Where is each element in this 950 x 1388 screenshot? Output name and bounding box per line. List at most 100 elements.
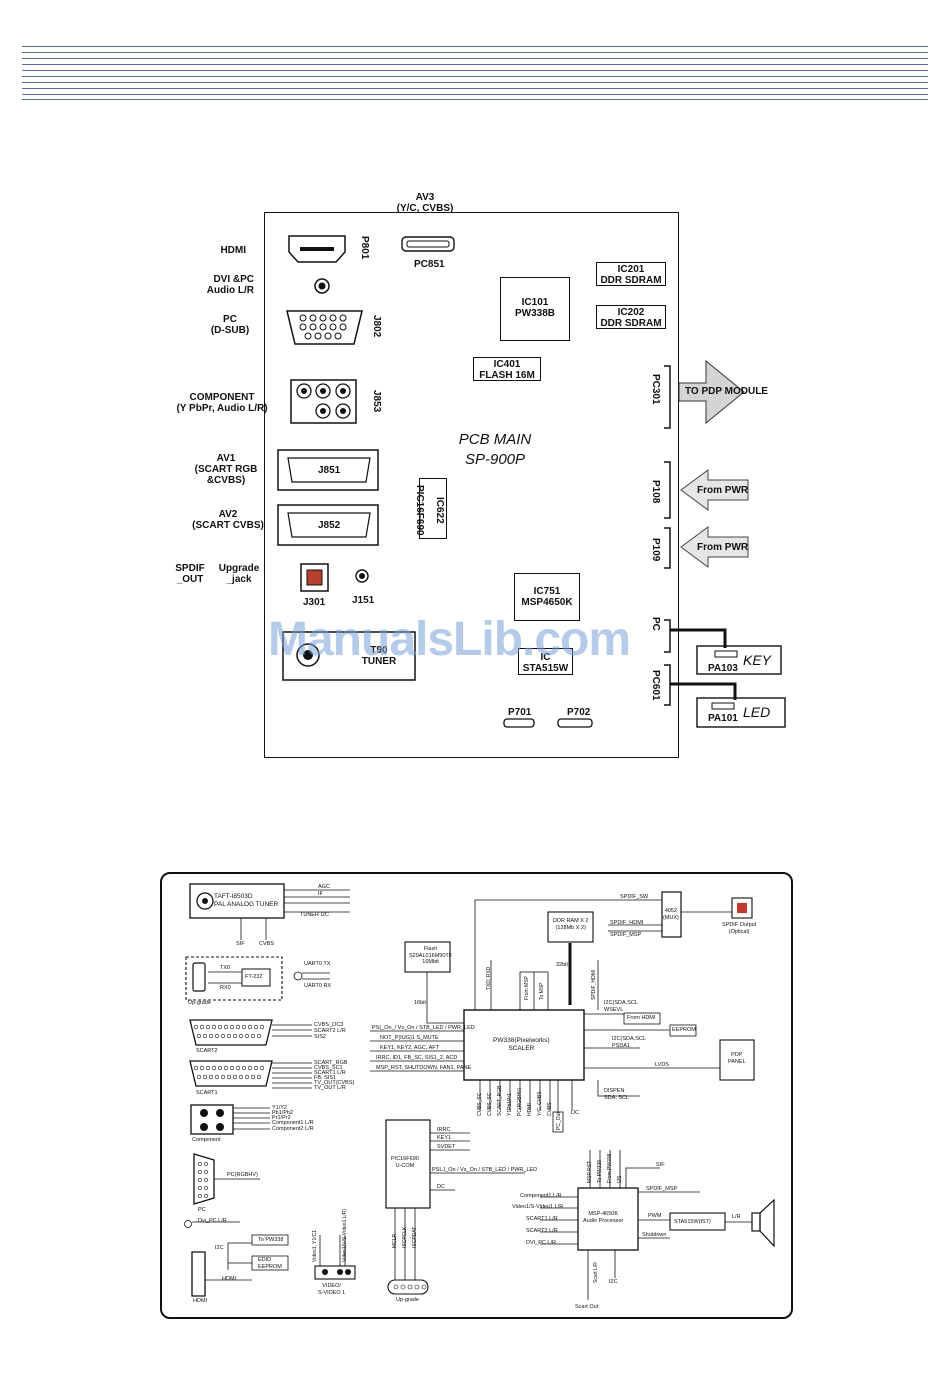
i2c-label-1: I2C: [215, 1245, 224, 1251]
pc-label-block: PC: [198, 1207, 206, 1213]
pic-bottom-clk: ISCPCLK: [402, 1226, 408, 1248]
upgrade-jack-label: Upgrade_jack: [218, 563, 260, 585]
dc-label-scaler: DC: [571, 1110, 579, 1116]
hdmi-sig: HDMI: [222, 1276, 237, 1282]
comp-sig-4: Component1 L/R: [272, 1120, 314, 1126]
agc-signal: AGC: [318, 884, 330, 890]
watermark: ManualsLib.com: [268, 613, 631, 666]
msp-in-1: Component1 L/R: [520, 1193, 562, 1199]
from-hdmi-label: From HDMI: [627, 1015, 656, 1021]
block-diagram-frame: [160, 872, 793, 1319]
msp-top-2: To PW338: [597, 1159, 603, 1183]
video-sig-1: Video1, Y1/C1: [312, 1229, 318, 1262]
scaler-left-sig-1: PS(_On_/ Vs_On / STB_LED / PWR_LED: [372, 1025, 475, 1031]
pc-rgbhv-sig: PC(RGBHV): [227, 1172, 258, 1178]
scaler-bottom-2: CVBS_SC: [487, 1092, 493, 1116]
scaler-left-sig-3: KEY1, KEY2, AGC, AFT: [380, 1045, 439, 1051]
scaler-left-sig-2: NOT_P(IUG)1 S_MUTE: [380, 1035, 439, 1041]
scart-out-label: Scart Out: [575, 1304, 599, 1310]
av1-label: AV1(SCART RGB&CVBS): [194, 453, 258, 486]
scart1-sig-6: TV_OUT L/R: [314, 1085, 346, 1091]
spdif-out-label: SPDIF_OUT: [175, 563, 205, 585]
mux-block: 4052(MUX): [663, 908, 679, 921]
msp-in-3: SCART1 L/R: [526, 1216, 558, 1222]
msp-in-5: DVI_PC L/R: [526, 1240, 556, 1246]
tx0-label: TX0: [220, 965, 231, 971]
av3-label: AV3 (Y/C, CVBS): [396, 192, 454, 214]
comp-sig-3: Pr1/Pr2: [272, 1115, 291, 1121]
pcb-main-board: [264, 212, 679, 758]
from-pwr-label-1: From PWR: [697, 485, 749, 496]
pc851-label: PC851: [414, 259, 445, 270]
eeprom-block: EEPROM: [672, 1027, 696, 1033]
to-msp-label: To MSP: [539, 982, 545, 1000]
32bit-label: 32bit: [556, 962, 568, 968]
spdif-hdmi-mux-label: SPDIF_HDMI: [610, 920, 644, 926]
pc-out-label: PC_Out: [556, 1112, 562, 1130]
msp-in-2: Video1/S-Video1 L/R: [512, 1204, 564, 1210]
spdif-hdmi-label: SPDIF_HDMI: [591, 969, 597, 1000]
sta515w-block: STA515W(IST): [674, 1219, 711, 1225]
hdmi-label: HDMI: [220, 245, 246, 256]
pic-bottom-dat: ISCPDAT: [412, 1226, 418, 1248]
16bit-label: 16bit: [414, 1000, 426, 1006]
to-pdp-module-label: TO PDP MODULE: [685, 386, 768, 397]
scart1-label: SCART1: [196, 1090, 218, 1096]
if-signal: IF: [318, 891, 323, 897]
msp-spdif-label: SPDIF_MSP: [646, 1186, 678, 1192]
pic-in-key1: KEY1: [437, 1135, 452, 1141]
comp-sig-1: Y1/Y2: [272, 1105, 287, 1111]
msp-top-1: MSP RST: [587, 1160, 593, 1183]
pic-in-irrc: IRRC: [437, 1127, 451, 1133]
lr-label: L/R: [732, 1214, 741, 1220]
av2-label: AV2(SCART CVBS): [192, 509, 264, 531]
spdif-output-label: SPDIF Output(Optical): [722, 922, 757, 935]
pa101-label: PA101: [708, 713, 738, 724]
key-label: KEY: [743, 652, 772, 668]
i2c-label-2: I2C: [609, 1279, 618, 1285]
video-sig-2: Video1(V/S-Video1 L/R): [342, 1208, 348, 1262]
pic-bottom-mclr: MCLR: [392, 1233, 398, 1248]
j301-label: J301: [303, 597, 326, 608]
scaler-bottom-4: Y1Pb1Pr1: [507, 1093, 513, 1116]
msp-sif-label: SIF: [656, 1162, 665, 1168]
hdmi-label-block: HDMI: [193, 1298, 208, 1304]
uart-tx-label: UART0 TX: [304, 961, 331, 967]
j851-label: J851: [318, 465, 341, 476]
scart2-sig-1: CVBS_OC3: [314, 1022, 344, 1028]
scart1-sig-2: CVBS_SC1: [314, 1065, 343, 1071]
msp-top-4: I2S: [617, 1175, 623, 1183]
lvds-label: LVDS: [655, 1062, 669, 1068]
scart1-sig-5: TV_OUT(CVBS): [314, 1080, 355, 1086]
pic-dc-label: DC: [437, 1184, 445, 1190]
rx0-label: RX0: [220, 985, 231, 991]
scart2-sig-3: SIS2: [314, 1034, 326, 1040]
to-pw338-label: To PW338: [258, 1237, 284, 1243]
p701-label: P701: [508, 707, 532, 718]
upgrade2-label: Up-grade: [396, 1297, 419, 1303]
spdif-sw-label: SPDIF_SW: [620, 894, 649, 900]
msp-in-4: SCART2 L/R: [526, 1228, 558, 1234]
j151-label: J151: [352, 595, 375, 606]
pa103-label: PA103: [708, 663, 738, 674]
tuner-i2c-signal: TUNER I2C: [300, 912, 330, 918]
scaler-bottom-8: CVBS: [547, 1102, 553, 1116]
msp-top-3: From PW338: [607, 1153, 613, 1183]
scart1-sig-1: SCART_RGB: [314, 1060, 348, 1066]
scart1-sig-3: SCART1 L/R: [314, 1070, 346, 1076]
scart2-label: SCART2: [196, 1048, 218, 1054]
txd-rxd-label: TXD, RXD: [486, 966, 492, 990]
